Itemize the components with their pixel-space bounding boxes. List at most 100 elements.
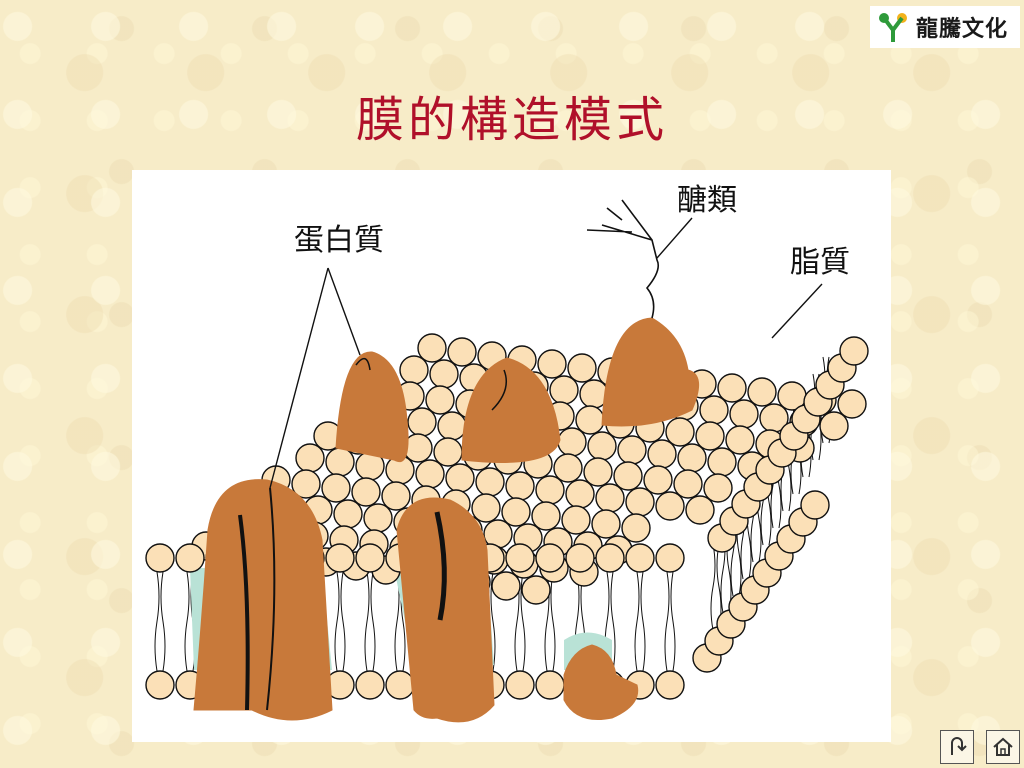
phospholipid-head <box>437 411 467 441</box>
phospholipid-head <box>837 389 867 419</box>
phospholipid-head <box>717 373 747 403</box>
phospholipid-head <box>565 479 595 509</box>
phospholipid-head <box>800 490 830 520</box>
phospholipid-head <box>429 359 459 389</box>
leader-line <box>269 267 329 489</box>
glycan-chain <box>586 199 660 319</box>
phospholipid-head <box>647 439 677 469</box>
phospholipid-head <box>363 503 393 533</box>
phospholipid-head <box>445 463 475 493</box>
phospholipid-head <box>417 333 447 363</box>
brand-logo: 龍騰文化 <box>870 6 1020 48</box>
phospholipid-head <box>695 421 725 451</box>
phospholipid-head <box>447 337 477 367</box>
phospholipid-head <box>819 411 849 441</box>
integral-protein <box>396 497 495 723</box>
protein-outline <box>238 514 250 711</box>
phospholipid-head <box>643 465 673 495</box>
phospholipid-head <box>175 543 205 573</box>
label-protein: 蛋白質 <box>294 223 384 258</box>
phospholipid-head <box>505 543 535 573</box>
phospholipid-head <box>145 543 175 573</box>
phospholipid-head <box>655 670 685 700</box>
integral-protein <box>563 644 639 720</box>
phospholipid-head <box>505 670 535 700</box>
phospholipid-head <box>415 459 445 489</box>
phospholipid-head <box>587 431 617 461</box>
phospholipid-head <box>471 493 501 523</box>
phospholipid-head <box>295 443 325 473</box>
fatty-acid-tail <box>634 571 646 672</box>
protein-outline <box>434 511 447 621</box>
phospholipid-head <box>351 477 381 507</box>
phospholipid-head <box>655 543 685 573</box>
phospholipid-head <box>703 473 733 503</box>
fatty-acid-tail <box>154 571 166 672</box>
phospholipid-head <box>537 349 567 379</box>
fatty-acid-tail <box>364 571 376 672</box>
phospholipid-head <box>557 427 587 457</box>
phospholipid-head <box>355 670 385 700</box>
label-lipid: 脂質 <box>790 245 850 280</box>
fatty-acid-tail <box>664 571 676 672</box>
phospholipid-head <box>501 497 531 527</box>
phospholipid-head <box>291 469 321 499</box>
phospholipid-head <box>407 407 437 437</box>
phospholipid-head <box>505 471 535 501</box>
phospholipid-head <box>521 575 551 605</box>
home-icon <box>993 737 1013 756</box>
phospholipid-head <box>725 425 755 455</box>
phospholipid-head <box>531 501 561 531</box>
phospholipid-head <box>673 469 703 499</box>
phospholipid-head <box>625 543 655 573</box>
phospholipid-head <box>677 443 707 473</box>
phospholipid-head <box>613 461 643 491</box>
phospholipid-head <box>553 453 583 483</box>
phospholipid-head <box>625 487 655 517</box>
label-leader-lines <box>269 217 823 489</box>
phospholipid-head <box>321 473 351 503</box>
phospholipid-head <box>621 513 651 543</box>
leader-line <box>327 267 361 356</box>
phospholipid-head <box>567 353 597 383</box>
page-title: 膜的構造模式 <box>355 92 668 148</box>
protein-outline <box>355 357 371 371</box>
phospholipid-head <box>491 571 521 601</box>
phospholipid-head <box>729 399 759 429</box>
home-button[interactable] <box>986 730 1020 764</box>
phospholipid-head <box>583 457 613 487</box>
phospholipid-head <box>535 475 565 505</box>
phospholipid-head <box>333 499 363 529</box>
phospholipid-head <box>355 543 385 573</box>
phospholipid-head <box>385 670 415 700</box>
peripheral-protein <box>335 351 409 463</box>
fluid-mosaic-illustration: 蛋白質 醣類 脂質 <box>145 183 869 723</box>
brand-name: 龍騰文化 <box>916 17 1009 42</box>
back-button[interactable] <box>940 730 974 764</box>
carbohydrate-chain <box>586 199 660 319</box>
peripheral-protein <box>601 317 699 427</box>
protein-outline <box>491 369 507 411</box>
phospholipid-head <box>655 491 685 521</box>
label-carbohydrate: 醣類 <box>677 183 737 218</box>
phospholipid-head <box>839 336 869 366</box>
phospholipid-head <box>747 377 777 407</box>
phospholipid-head <box>475 467 505 497</box>
protein-outline <box>266 487 276 711</box>
integral-protein <box>193 479 333 721</box>
phospholipid-head <box>535 543 565 573</box>
phospholipid-head <box>325 447 355 477</box>
phospholipid-head <box>549 375 579 405</box>
phospholipid-head <box>617 435 647 465</box>
phospholipid-head <box>399 355 429 385</box>
phospholipid-head <box>707 447 737 477</box>
brand-logo-icon <box>879 13 907 42</box>
phospholipid-head <box>565 543 595 573</box>
phospholipid-head <box>325 543 355 573</box>
phospholipid-head <box>685 495 715 525</box>
phospholipid-head <box>145 670 175 700</box>
phospholipid-head <box>699 395 729 425</box>
phospholipid-head <box>425 385 455 415</box>
phospholipid-head <box>381 481 411 511</box>
peripheral-protein <box>461 357 561 463</box>
